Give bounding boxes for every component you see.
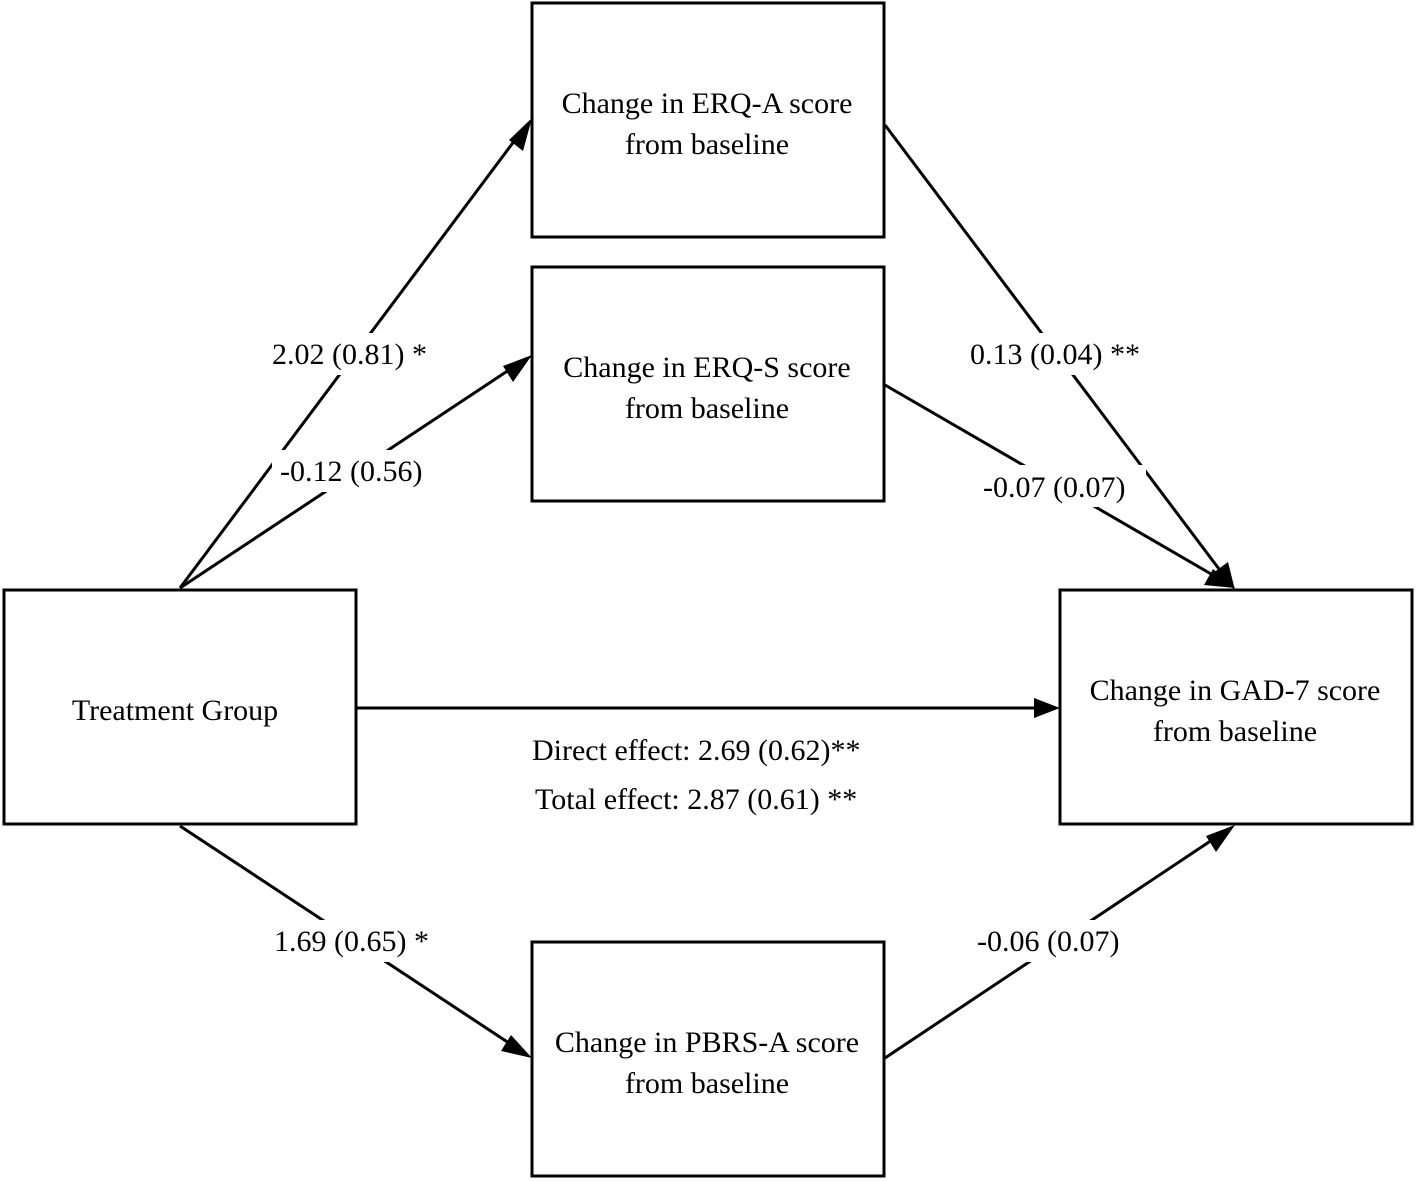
node-treatment: Treatment Group <box>2 588 358 826</box>
node-erq-s-line-2: from baseline <box>625 392 789 425</box>
arrowhead-pbrs-a-gad7 <box>1206 825 1235 852</box>
node-pbrs-a: Change in PBRS-A score from baseline <box>530 940 886 1178</box>
arrowhead-treatment-erq-a <box>509 118 532 151</box>
label-direct-effect: Direct effect: 2.69 (0.62)** <box>532 734 861 767</box>
label-treatment-erq-a: 2.02 (0.81) * <box>272 338 427 371</box>
node-pbrs-a-line-1: Change in PBRS-A score <box>555 1026 859 1059</box>
label-treatment-erq-s: -0.12 (0.56) <box>280 455 422 488</box>
node-erq-s: Change in ERQ-S score from baseline <box>530 265 886 503</box>
node-erq-a: Change in ERQ-A score from baseline <box>530 1 886 239</box>
node-erq-s-line-1: Change in ERQ-S score <box>563 351 850 384</box>
node-erq-a-line-2: from baseline <box>625 128 789 161</box>
node-erq-a-line-1: Change in ERQ-A score <box>562 87 853 120</box>
label-erq-s-gad7: -0.07 (0.07) <box>983 471 1125 504</box>
label-pbrs-a-gad7: -0.06 (0.07) <box>977 925 1119 958</box>
arrowhead-treatment-gad7 <box>1034 698 1060 718</box>
label-total-effect: Total effect: 2.87 (0.61) ** <box>535 783 857 816</box>
node-treatment-line-1: Treatment Group <box>72 694 278 727</box>
edge-labels: 2.02 (0.81) * -0.12 (0.56) 0.13 (0.04) *… <box>262 333 1162 962</box>
edges <box>178 118 1235 1060</box>
arrowhead-treatment-erq-s <box>503 355 532 382</box>
node-gad7: Change in GAD-7 score from baseline <box>1058 588 1414 826</box>
arrowhead-erq-s-gad7 <box>1204 569 1235 588</box>
arrowhead-treatment-pbrs-a <box>501 1035 532 1058</box>
node-gad7-line-1: Change in GAD-7 score <box>1090 674 1381 707</box>
node-pbrs-a-line-2: from baseline <box>625 1067 789 1100</box>
arrowhead-erq-a-gad7 <box>1213 562 1235 590</box>
node-gad7-line-2: from baseline <box>1153 715 1317 748</box>
label-treatment-pbrs-a: 1.69 (0.65) * <box>274 925 429 958</box>
label-erq-a-gad7: 0.13 (0.04) ** <box>970 338 1140 371</box>
